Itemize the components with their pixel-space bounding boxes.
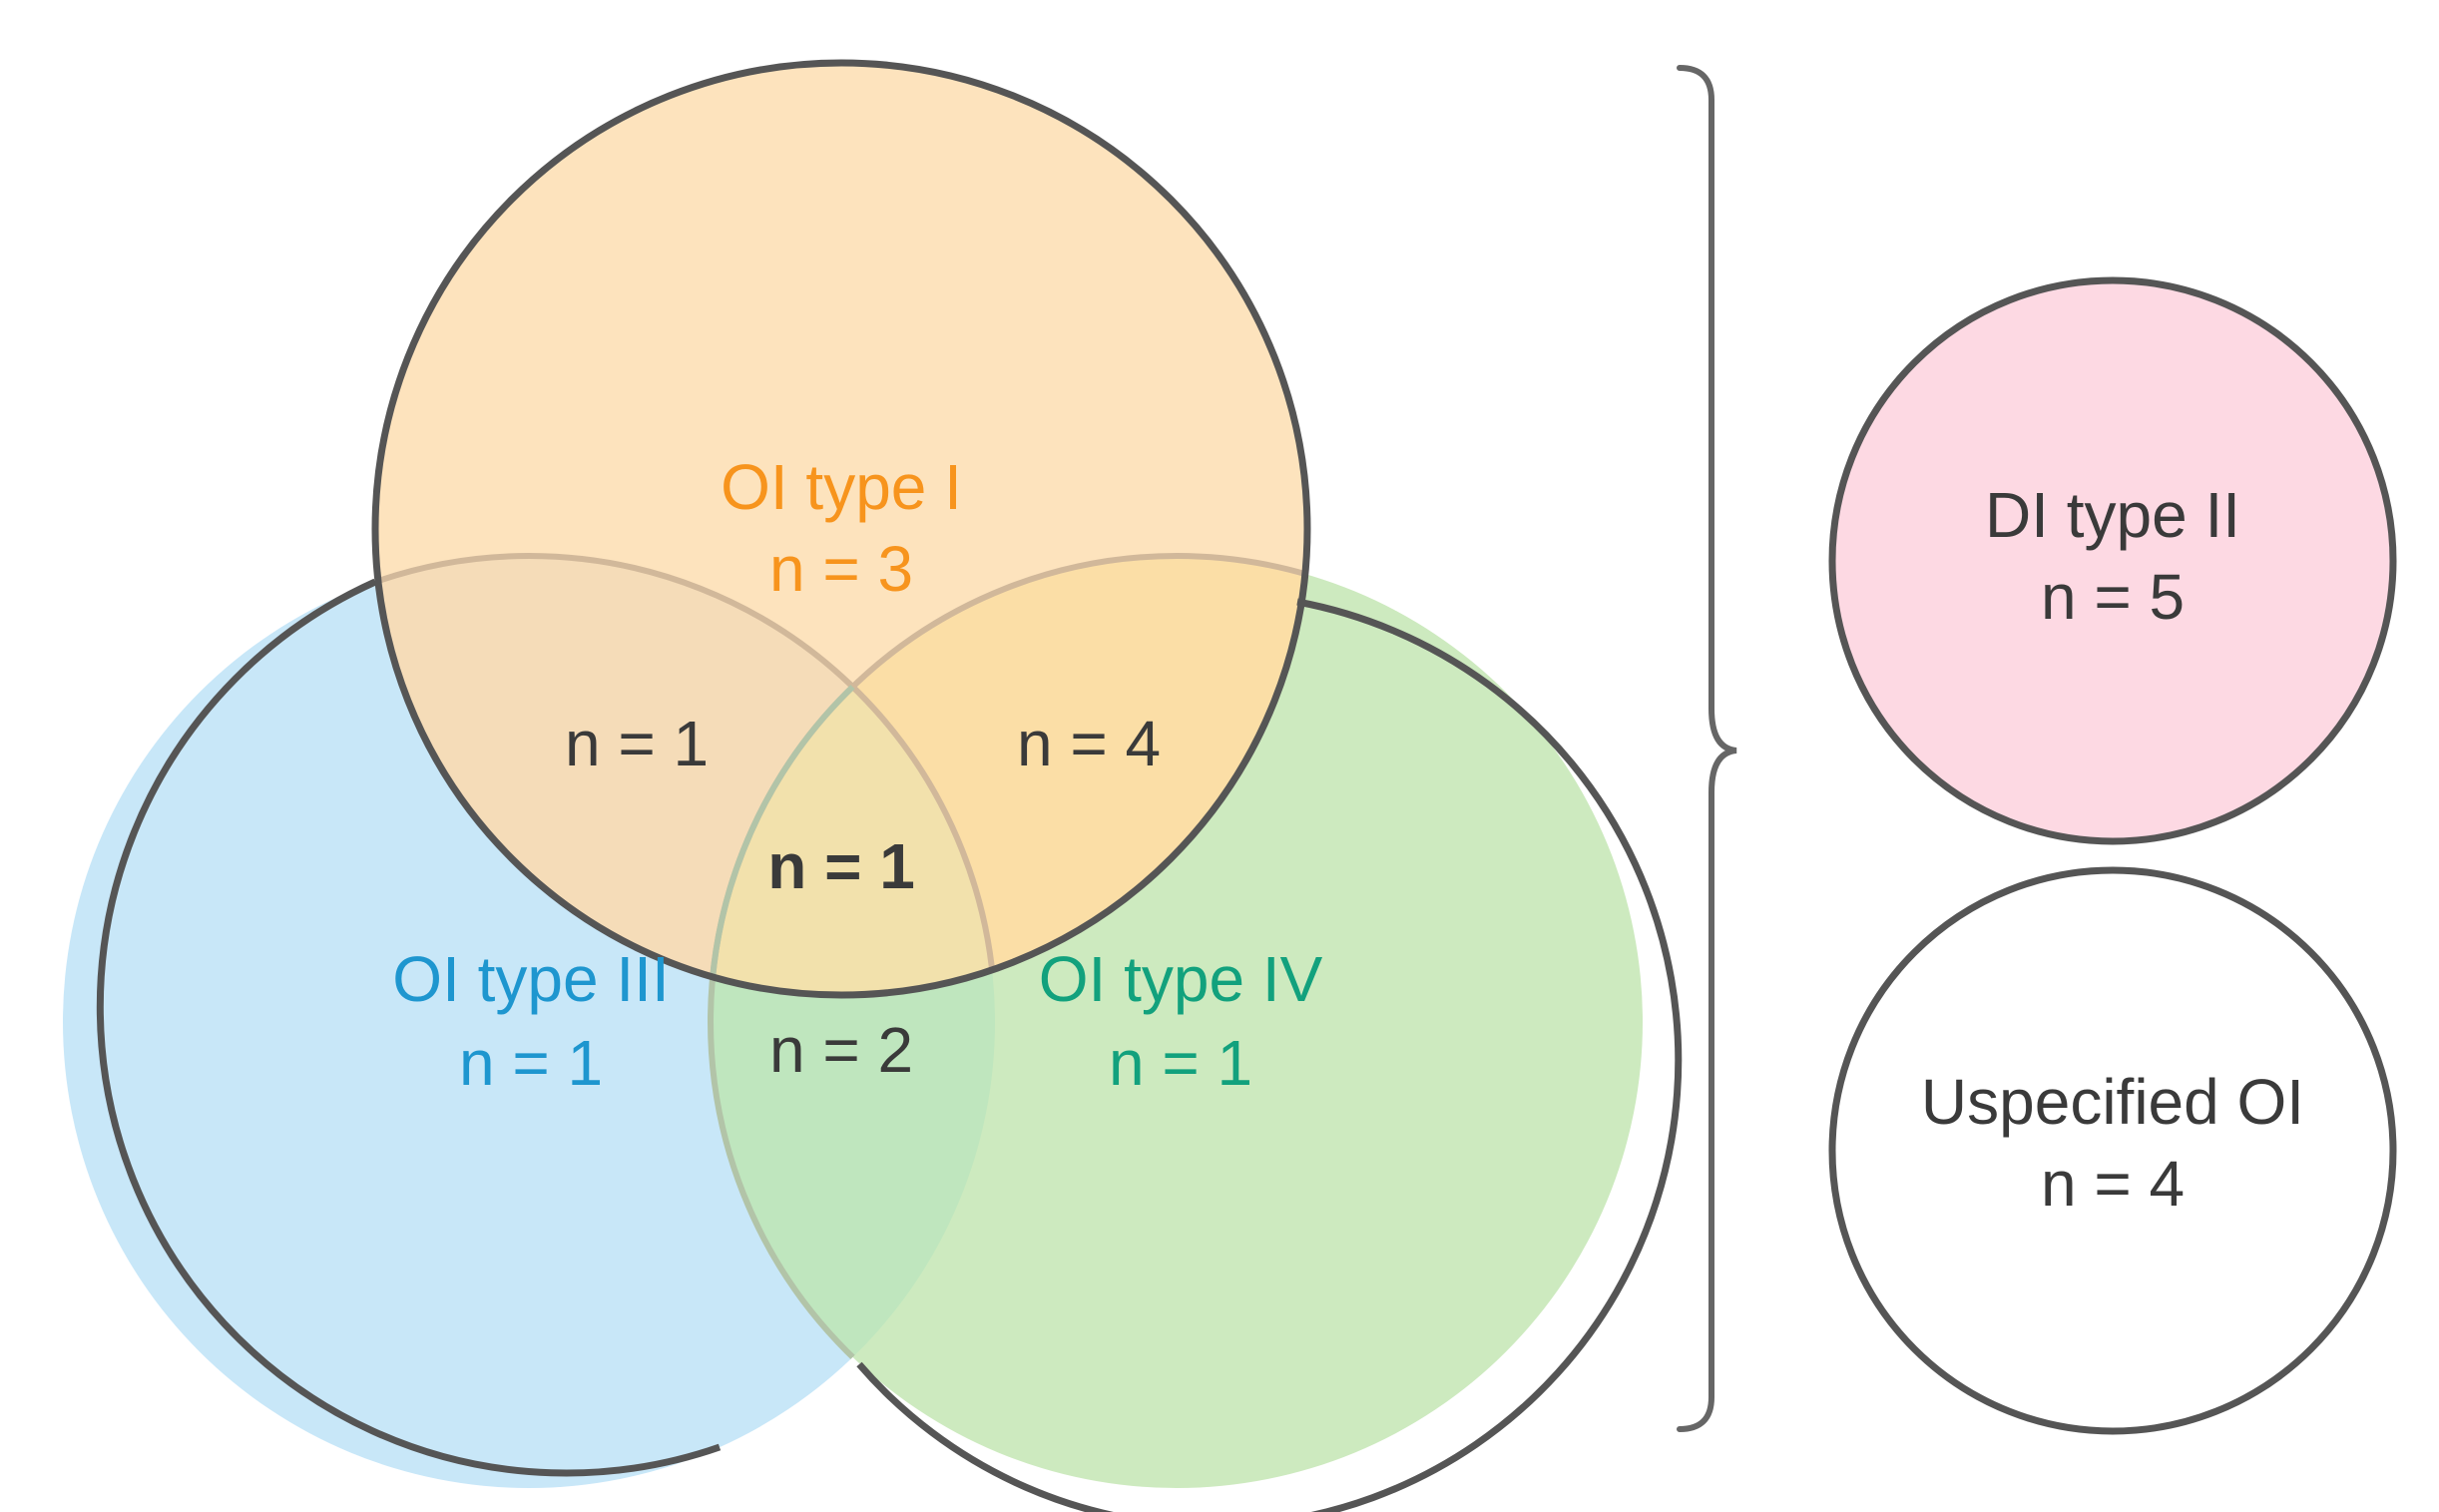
- oi-type-4-title: OI type IV: [1039, 943, 1323, 1015]
- oi-type-3-count: n = 1: [459, 1027, 603, 1099]
- oi-type-1-title: OI type I: [721, 451, 962, 523]
- unspecified-oi-title: Uspecified OI: [1921, 1066, 2304, 1138]
- overlap-i-iv-count: n = 4: [1017, 708, 1161, 779]
- unspecified-oi-count: n = 4: [2041, 1148, 2185, 1220]
- overlap-i-iv-region: [711, 556, 1307, 995]
- oi-type-1-outline: [371, 59, 1311, 999]
- di-type-2-count: n = 5: [2041, 561, 2185, 633]
- oi-type-1-count: n = 3: [769, 533, 913, 605]
- oi-type-4-inner-outline: [708, 553, 1307, 995]
- overlap-all-count: n = 1: [767, 830, 915, 902]
- oi-type-4-inner-outline-lower: [708, 556, 995, 1488]
- di-type-2-title: DI type II: [1985, 479, 2240, 551]
- overlap-i-iii-count: n = 1: [565, 708, 709, 779]
- oi-type-3-title: OI type III: [392, 943, 669, 1015]
- di-type-2-circle: [1828, 276, 2397, 845]
- overlap-i-iii-region: [375, 556, 995, 995]
- unspecified-oi-circle: [1828, 866, 2397, 1435]
- oi-type-3-outline: [96, 578, 722, 1477]
- overlap-iii-iv-count: n = 2: [769, 1014, 913, 1086]
- oi-type-3-inner-outline: [375, 553, 998, 995]
- grouping-brace: [1677, 65, 1737, 1432]
- oi-type-4-count: n = 1: [1109, 1027, 1252, 1099]
